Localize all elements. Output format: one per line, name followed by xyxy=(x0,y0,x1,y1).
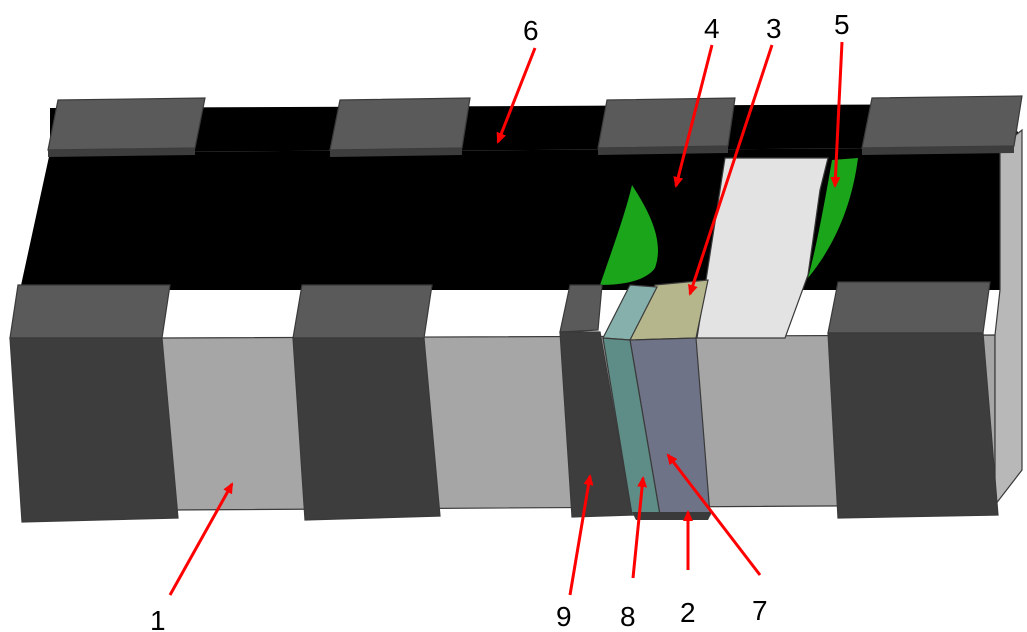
white-layer xyxy=(696,157,829,339)
callout-label-2: 2 xyxy=(680,597,696,628)
arrow-5 xyxy=(830,41,844,188)
callout-label-7: 7 xyxy=(752,595,768,626)
back-electrode-4 xyxy=(861,95,1023,155)
callout-label-5: 5 xyxy=(834,9,850,40)
green-layer-left xyxy=(600,185,658,285)
callout-label-3: 3 xyxy=(766,13,782,44)
callout-label-1: 1 xyxy=(150,605,166,632)
arrow-6 xyxy=(496,47,537,144)
substrate-top-face-back xyxy=(50,104,1020,152)
callout-labels: 1 2 3 4 5 6 7 8 9 xyxy=(150,9,850,632)
front-electrode-4 xyxy=(827,281,999,519)
arrow-7 xyxy=(666,453,762,576)
back-electrode-1 xyxy=(47,97,206,157)
callout-label-8: 8 xyxy=(620,601,636,632)
back-electrode-3 xyxy=(597,97,736,155)
arrow-9 xyxy=(568,474,594,596)
arrow-8 xyxy=(631,476,648,579)
callout-label-9: 9 xyxy=(556,601,572,632)
callout-arrows xyxy=(168,41,844,596)
arrow-4 xyxy=(673,44,714,188)
front-electrode-2 xyxy=(292,284,441,521)
substrate-top-face xyxy=(20,135,1020,290)
callout-label-4: 4 xyxy=(704,13,720,44)
green-layer-right xyxy=(808,158,858,278)
arrow-1 xyxy=(168,482,234,596)
callout-label-6: 6 xyxy=(523,15,539,46)
back-electrode-2 xyxy=(329,97,471,157)
front-electrode-9 xyxy=(559,284,633,518)
arrow-3 xyxy=(688,44,774,296)
layer-2-bottom xyxy=(632,512,712,520)
front-electrode-1 xyxy=(9,284,179,523)
